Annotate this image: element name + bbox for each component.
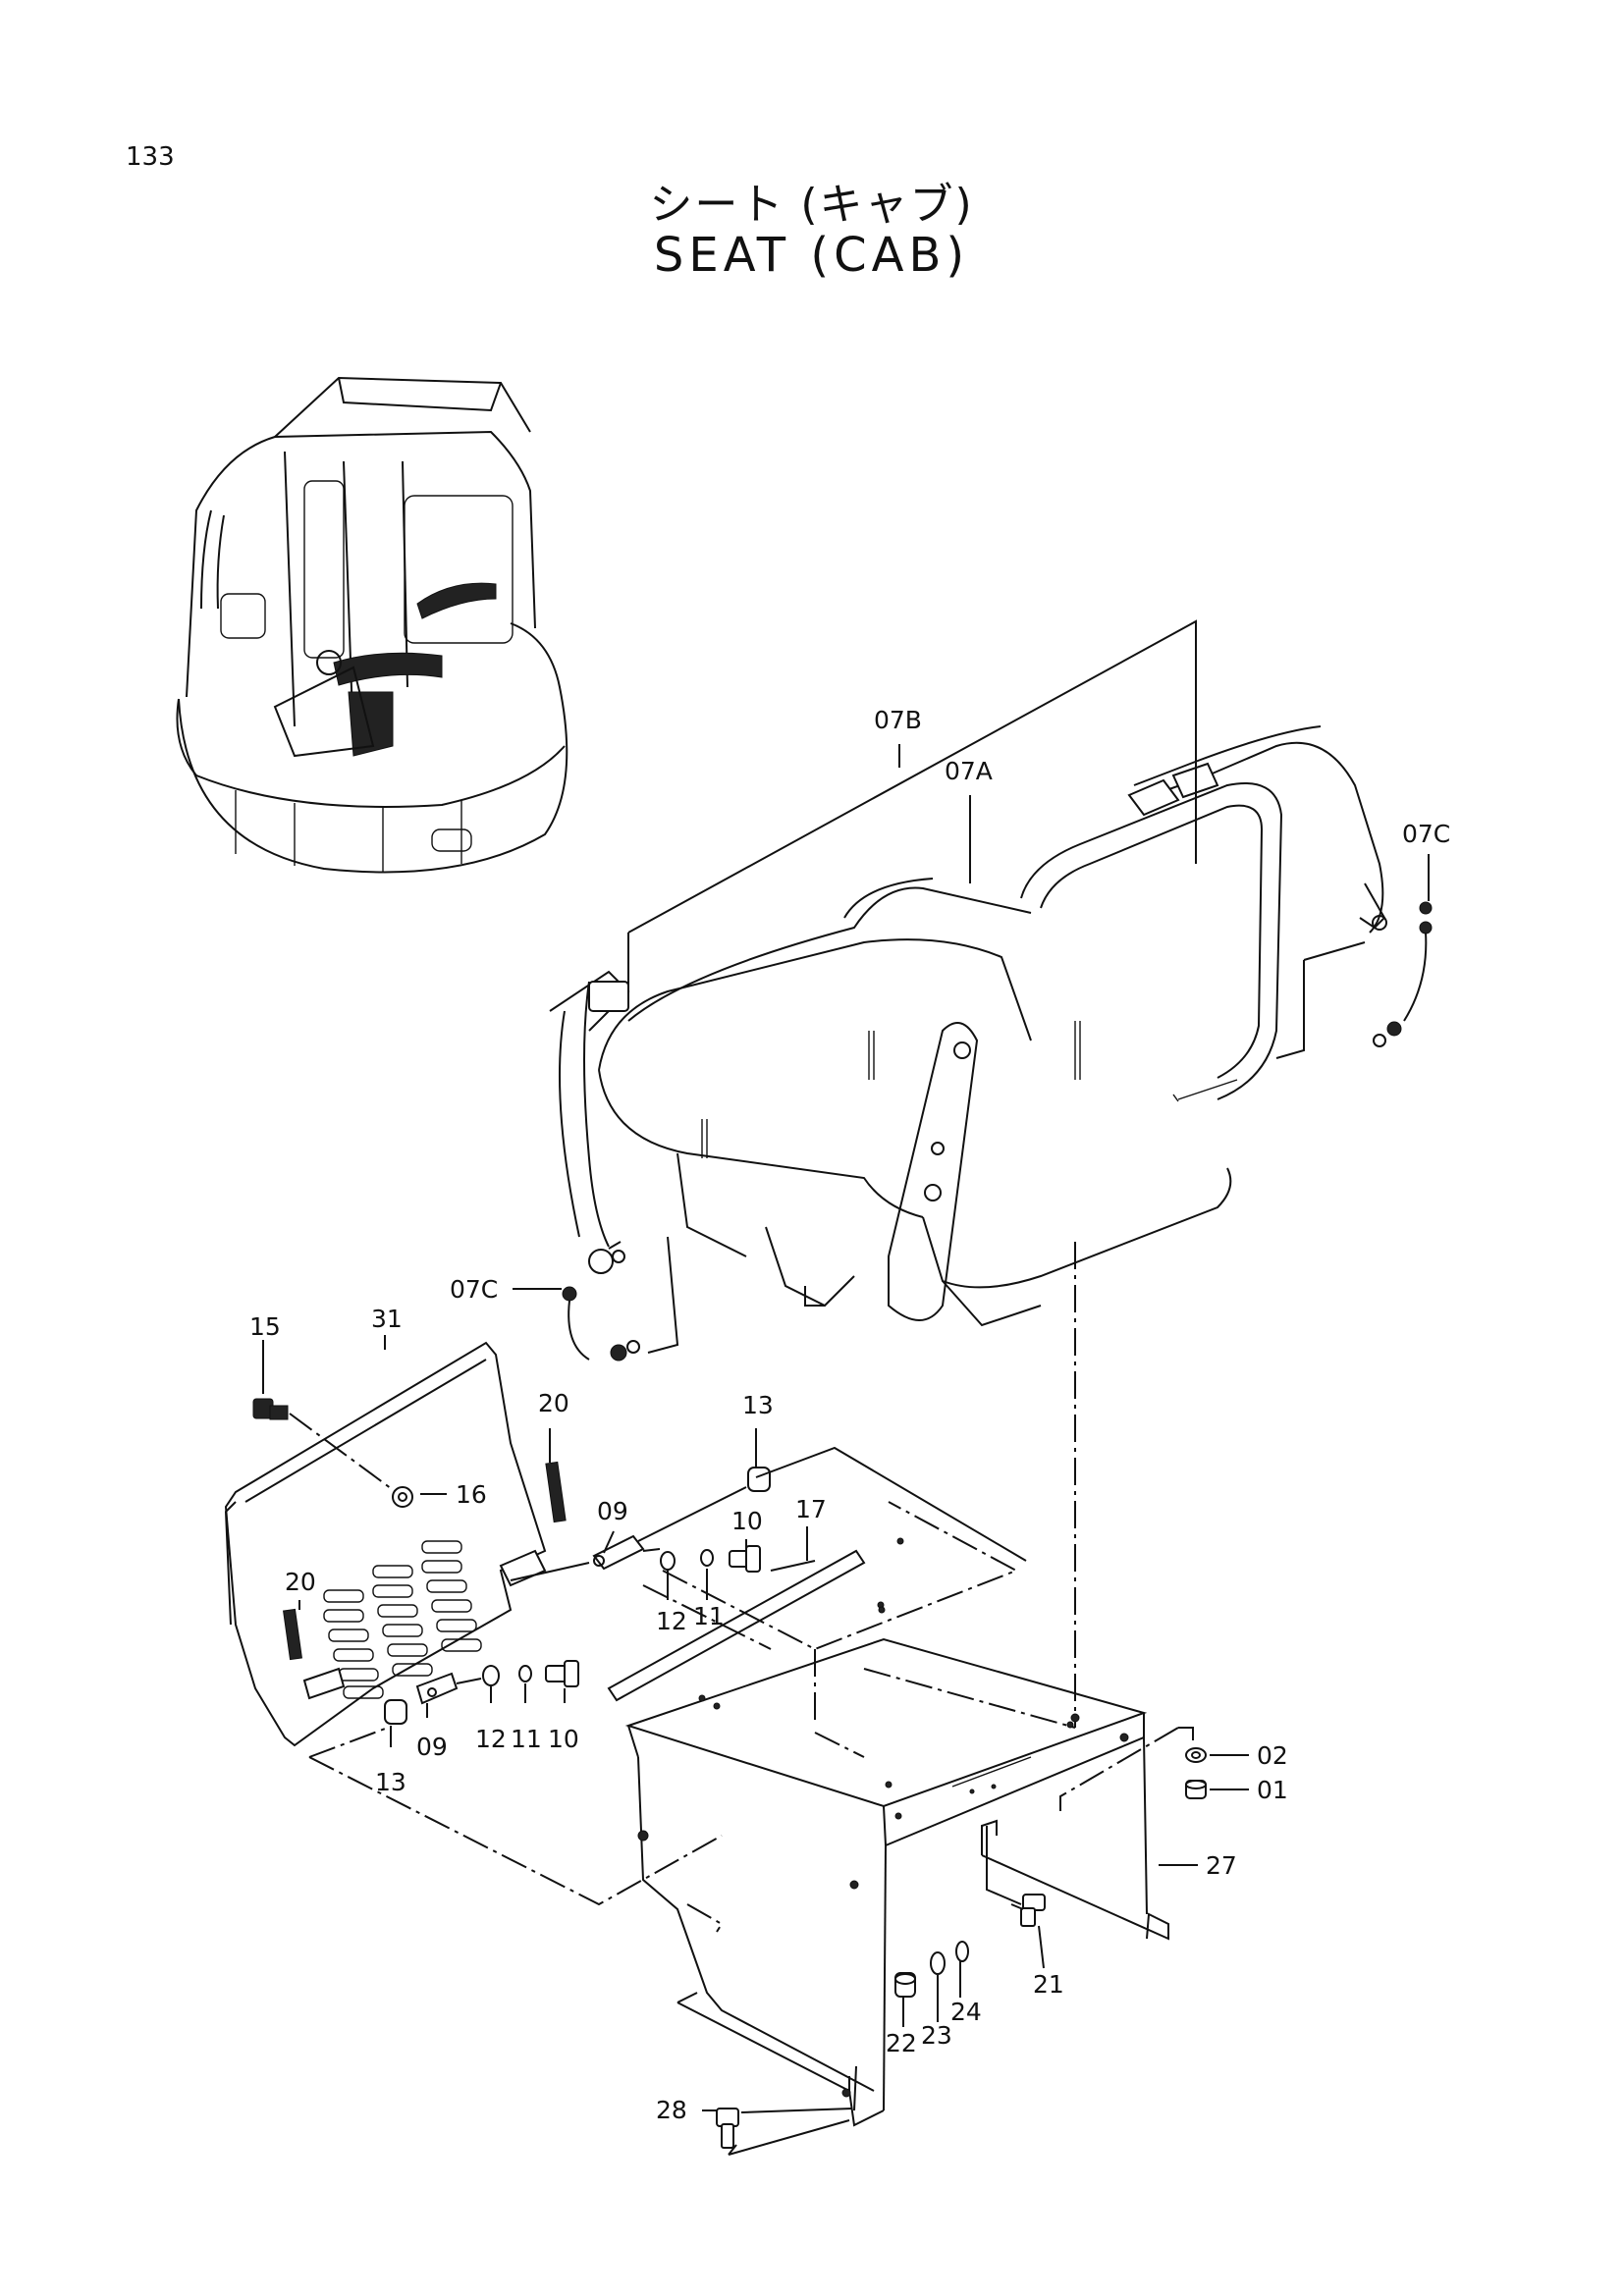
callout-15: 15 [249, 1312, 281, 1341]
cab-key-view [176, 376, 568, 874]
part-01-nut [1185, 1780, 1207, 1799]
part-28-bolt [716, 2108, 739, 2149]
part-15-bolt [252, 1398, 404, 1498]
part-20-pad-left [283, 1608, 302, 1661]
part-22-nut [894, 1972, 916, 1998]
callout-21: 21 [1033, 1970, 1064, 1999]
callout-28: 28 [656, 2096, 687, 2124]
part-16-nut [392, 1486, 413, 1508]
callout-22: 22 [886, 2029, 917, 2057]
callout-13-top: 13 [742, 1391, 774, 1419]
panel-layout-outline [308, 1756, 723, 1906]
callout-01: 01 [1257, 1776, 1288, 1804]
callout-23: 23 [921, 2021, 952, 2050]
part-27-seat-stand [624, 1501, 1169, 2127]
callout-07C-left: 07C [450, 1275, 498, 1304]
title-english: SEAT (CAB) [653, 228, 970, 283]
part-20-pad-top [545, 1461, 567, 1523]
callout-10-bot: 10 [548, 1725, 579, 1753]
part-24-washer [955, 1941, 969, 1962]
part-17-strip [607, 1549, 866, 1702]
page-number: 133 [126, 142, 175, 172]
part-23-washer [930, 1951, 946, 1975]
part-07C-left-fitting [562, 1286, 640, 1362]
callout-12-top: 12 [656, 1607, 687, 1635]
part-07C-right-fitting [1373, 901, 1433, 1047]
seat-assembly [549, 725, 1387, 1327]
lower-hinge-hardware [384, 1660, 579, 1725]
callout-16: 16 [456, 1480, 487, 1509]
part-31-panel [224, 1341, 547, 1747]
callout-20-top: 20 [538, 1389, 569, 1417]
callout-07C-right: 07C [1402, 820, 1450, 848]
callout-10-top: 10 [731, 1507, 763, 1535]
callout-24: 24 [950, 1998, 982, 2026]
callout-09-top: 09 [597, 1497, 628, 1525]
callout-12-bot: 12 [475, 1725, 507, 1753]
title-japanese: シート (キャブ) [649, 180, 974, 230]
callout-07B: 07B [874, 706, 922, 734]
callout-31: 31 [371, 1305, 403, 1333]
part-21-bolt [1010, 1894, 1046, 1927]
callout-leaders [262, 744, 1430, 2111]
callout-11-bot: 11 [511, 1725, 542, 1753]
callout-02: 02 [1257, 1741, 1288, 1770]
leader-07B [627, 619, 1366, 1354]
upper-hinge-hardware [510, 1446, 1027, 1581]
callout-20-left: 20 [285, 1568, 316, 1596]
callout-09-bot: 09 [416, 1733, 448, 1761]
callout-13-bot: 13 [375, 1768, 406, 1796]
callout-07A: 07A [945, 757, 993, 785]
part-02-washer [1185, 1747, 1207, 1763]
callout-27: 27 [1206, 1851, 1237, 1880]
callout-11-top: 11 [693, 1602, 725, 1630]
callout-17: 17 [795, 1495, 827, 1523]
